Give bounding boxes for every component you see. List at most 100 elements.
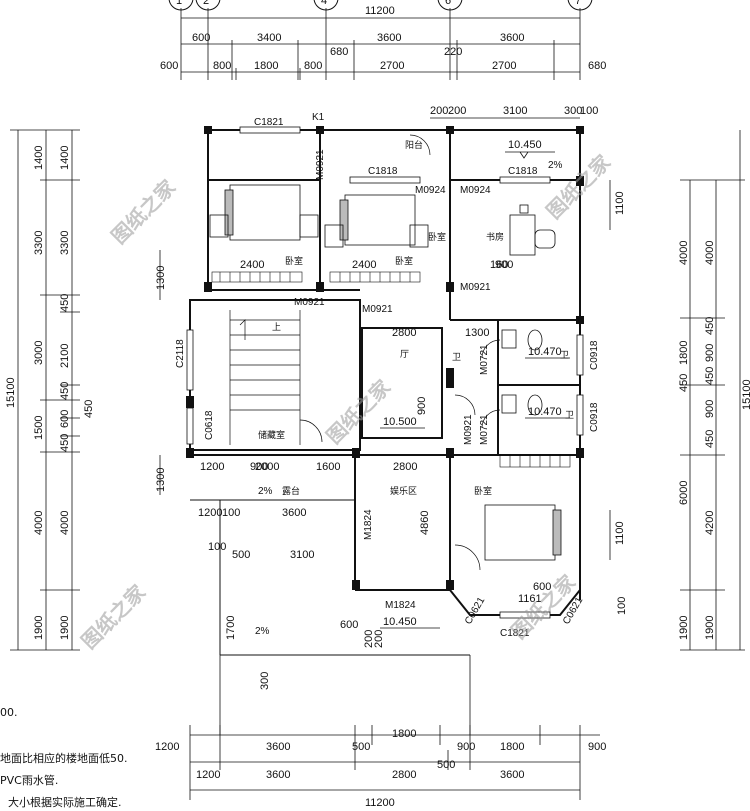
door-tag-m1824-b: M1824 [385,600,416,611]
bottom-dim-total: 11200 [365,797,395,809]
inner-dim-9: 100 [222,507,240,519]
door-swings [299,134,501,571]
window-tag-c2118: C2118 [175,339,186,368]
left-dim-c2-7: 4000 [59,511,71,535]
bottom-dim-r1-5: 1800 [500,741,524,753]
room-terrace: 露台 [282,485,300,497]
door-tag-m0921-a: M0921 [315,149,326,180]
left-dim-c2-5: 600 [59,410,71,428]
top-dim-r2-2: 680 [330,46,348,58]
top-dim-r2-0: 600 [192,32,210,44]
inner-dim-11: 100 [208,541,226,553]
right-dim-c1-3: 6000 [678,481,690,505]
inner-dim-7: 2800 [393,461,417,473]
right-dim-c1-4: 1900 [678,616,690,640]
left-dim-c2-8: 1900 [59,616,71,640]
right-dim-c2-4: 900 [704,400,716,418]
top-dim-r3-2: 1800 [254,60,278,72]
left-dim-total: 15100 [5,377,17,408]
axis-label-7: 7 [575,0,581,7]
door-tag-m0921-e: M0921 [463,414,474,445]
watermark-1: 图纸之家 [107,174,181,248]
study-desk [509,204,556,256]
door-tag-m0921-b: M0921 [294,297,325,308]
right-dim-c1-1: 1800 [678,341,690,365]
right-dim-c2-6: 4200 [704,511,716,535]
level-label-balcony: 10.450 [508,139,542,151]
left-dim-c3-2: 1300 [155,468,167,492]
top-dim-r2-4: 220 [444,46,462,58]
level-label-bath-a: 10.470 [528,346,562,358]
note-line-1: 地面比相应的楼地面低50. [0,751,128,765]
room-bath-c: 卫 [452,353,461,363]
inner-dim-22: 600 [533,581,551,593]
right-dim-c3-0: 1100 [614,191,626,215]
columns [186,126,584,590]
window-tag-c0918-b: C0918 [589,402,600,432]
bottom-dim-r1-6: 900 [588,741,606,753]
left-dim-c1-0: 1400 [33,146,45,170]
axis-label-2: 2 [203,0,209,7]
window-openings [186,126,584,619]
inner-dim-0: 2400 [240,259,264,271]
room-balcony: 阳台 [405,139,423,151]
door-tag-k1: K1 [312,112,325,123]
inner-dim-2: 900 [495,259,513,271]
top-dim-r2-3: 3600 [377,32,401,44]
inner-dim-4: 900 [250,461,268,473]
bottom-dimension-lines [189,655,600,800]
inner-dim-5: 2000 [255,461,279,473]
inner-dim-6: 1600 [316,461,340,473]
inner-dim-14: 2800 [392,327,416,339]
level-label-terrace: 10.450 [383,616,417,628]
left-dim-c2-0: 1400 [59,146,71,170]
inner-dim-24: 100 [616,597,628,615]
right-dim-c3-1: 1100 [614,521,626,545]
bottom-dim-r1-1: 3600 [266,741,290,753]
staircase [229,310,301,445]
top-dim-r3-6: 680 [588,60,606,72]
door-tag-m1824-a: M1824 [363,509,374,540]
left-dim-c2-2: 450 [59,294,71,312]
left-dim-c1-4: 4000 [33,511,45,535]
inner-dim-25: 1700 [225,616,237,640]
door-tag-m0921-d: M0921 [460,282,491,293]
top-dim-total: 11200 [365,5,395,17]
slope-lower: 2% [255,626,270,637]
right-dim-c2-7: 1900 [704,616,716,640]
right-dim-c2-2: 900 [704,344,716,362]
bathroom-fixtures [501,329,543,416]
top-dim-r2-5: 3600 [500,32,524,44]
axis-label-6: 6 [445,0,451,7]
level-label-bath-b: 10.470 [528,406,562,418]
top-dim-r4-4: 100 [580,105,598,117]
room-bedroom-c: 卧室 [395,255,413,267]
left-dim-c1-2: 3000 [33,341,45,365]
right-dim-c2-3: 450 [704,367,716,385]
right-dim-total: 15100 [741,379,750,410]
door-tag-m0721-a: M0721 [479,344,490,375]
right-dim-c2-1: 450 [704,317,716,335]
top-dim-r3-4: 2700 [380,60,404,72]
note-line-2: PVC雨水管. [0,773,58,787]
slope-terrace: 2% [258,486,273,497]
left-dim-c2-4: 450 [59,382,71,400]
room-recreation: 娱乐区 [390,485,417,497]
room-study: 书房 [486,231,504,243]
watermark-4: 图纸之家 [77,579,151,653]
bottom-dim-r2-4: 3600 [500,769,524,781]
left-dim-c2-6: 450 [59,434,71,452]
inner-dim-1: 2400 [352,259,376,271]
left-dim-c3-1: 450 [83,400,95,418]
inner-dim-26: 200 [373,630,385,648]
room-storage: 储藏室 [258,429,285,441]
door-tag-m0924-b: M0924 [460,185,491,196]
inner-dim-19: 900 [416,397,428,415]
bed-furniture [209,184,562,561]
inner-dim-16: 4860 [419,511,431,535]
inner-dim-10: 3600 [282,507,306,519]
left-dim-c2-3: 2100 [59,344,71,368]
window-tag-c0918-a: C0918 [589,340,600,370]
left-dim-c1-1: 3300 [33,231,45,255]
